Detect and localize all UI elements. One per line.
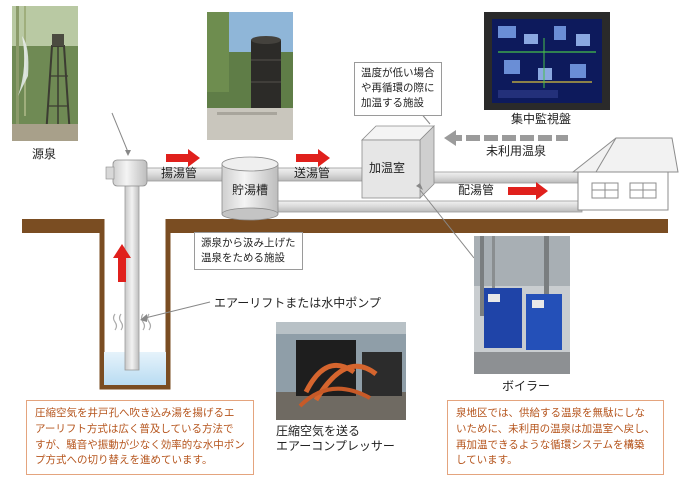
- air-bubbles-icon: [112, 313, 152, 331]
- tank-callout: 源泉から汲み上げた 温泉をためる施設: [194, 232, 303, 271]
- wellhead: [112, 159, 148, 187]
- arrow-send: [296, 149, 330, 167]
- note-line: アーリフト方式は広く普及している方法で: [35, 422, 234, 435]
- unused-hot-water-label: 未利用温泉: [486, 144, 547, 158]
- arrow-distribution: [508, 182, 548, 200]
- pointer-head: [140, 314, 147, 322]
- note-line: 圧縮空気を井戸孔へ吹き込み湯を揚げるエ: [35, 407, 235, 419]
- send-pipe-label: 送湯管: [294, 166, 331, 180]
- circulation-note: 泉地区では、供給する温泉を無駄にしな いために、未利用の温泉は加温室へ戻し、 再…: [447, 400, 665, 475]
- callout-line: 温泉をためる施設: [201, 252, 285, 265]
- note-line: いために、未利用の温泉は加温室へ戻し、: [456, 422, 656, 435]
- lower-pipe: [271, 200, 583, 213]
- tank-photo: [207, 12, 293, 140]
- note-line: すが、騒音や振動が少なく効率的な水中ポン: [35, 438, 245, 451]
- flow-arrows: [113, 149, 548, 282]
- monitor-photo: [484, 12, 610, 110]
- arrow-pump: [166, 149, 200, 167]
- source-label: 源泉: [32, 147, 57, 161]
- air-lift-label: エアーリフトまたは水中ポンプ: [214, 296, 381, 310]
- well-outline: [99, 219, 171, 390]
- compressor-label-line: 圧縮空気を送る: [276, 424, 361, 438]
- well-pipe: [124, 179, 140, 371]
- heating-callout: 温度が低い場合 や再循環の際に 加温する施設: [354, 62, 442, 116]
- heating-room-label: 加温室: [369, 161, 406, 175]
- return-arrow: [444, 130, 568, 146]
- callout-line: や再循環の際に: [361, 82, 435, 95]
- pointer-head: [416, 183, 423, 190]
- arrow-up-well: [113, 244, 131, 282]
- air-lift-note: 圧縮空気を井戸孔へ吹き込み湯を揚げるエ アーリフト方式は広く普及している方法で …: [26, 400, 254, 475]
- note-line: しています。: [456, 454, 518, 467]
- compressor-photo: [276, 322, 406, 420]
- pump-pipe-label: 揚湯管: [161, 166, 198, 180]
- ground-band: [22, 219, 668, 233]
- boiler-label: ボイラー: [502, 379, 551, 393]
- storage-tank-label: 貯湯槽: [232, 183, 269, 197]
- callout-line: 源泉から汲み上げた: [201, 237, 296, 249]
- source-photo: [12, 6, 78, 141]
- pointer-head: [125, 150, 131, 156]
- callout-line: 加温する施設: [361, 97, 424, 110]
- note-line: 再加温できるような循環システムを構築: [456, 438, 645, 451]
- callout-line: 温度が低い場合: [361, 67, 435, 79]
- unused-pipe: [431, 171, 583, 184]
- note-line: プ方式への切り替えを進めています。: [35, 454, 213, 467]
- house-icon: [571, 137, 679, 211]
- compressor-label-line: エアーコンプレッサー: [276, 439, 395, 453]
- central-monitoring-label: 集中監視盤: [511, 112, 572, 126]
- compressor-label: 圧縮空気を送る エアーコンプレッサー: [276, 424, 395, 454]
- note-line: 泉地区では、供給する温泉を無駄にしな: [456, 407, 645, 419]
- boiler-photo: [474, 236, 570, 374]
- distribution-pipe-label: 配湯管: [458, 183, 495, 197]
- heating-room-box: [361, 125, 435, 199]
